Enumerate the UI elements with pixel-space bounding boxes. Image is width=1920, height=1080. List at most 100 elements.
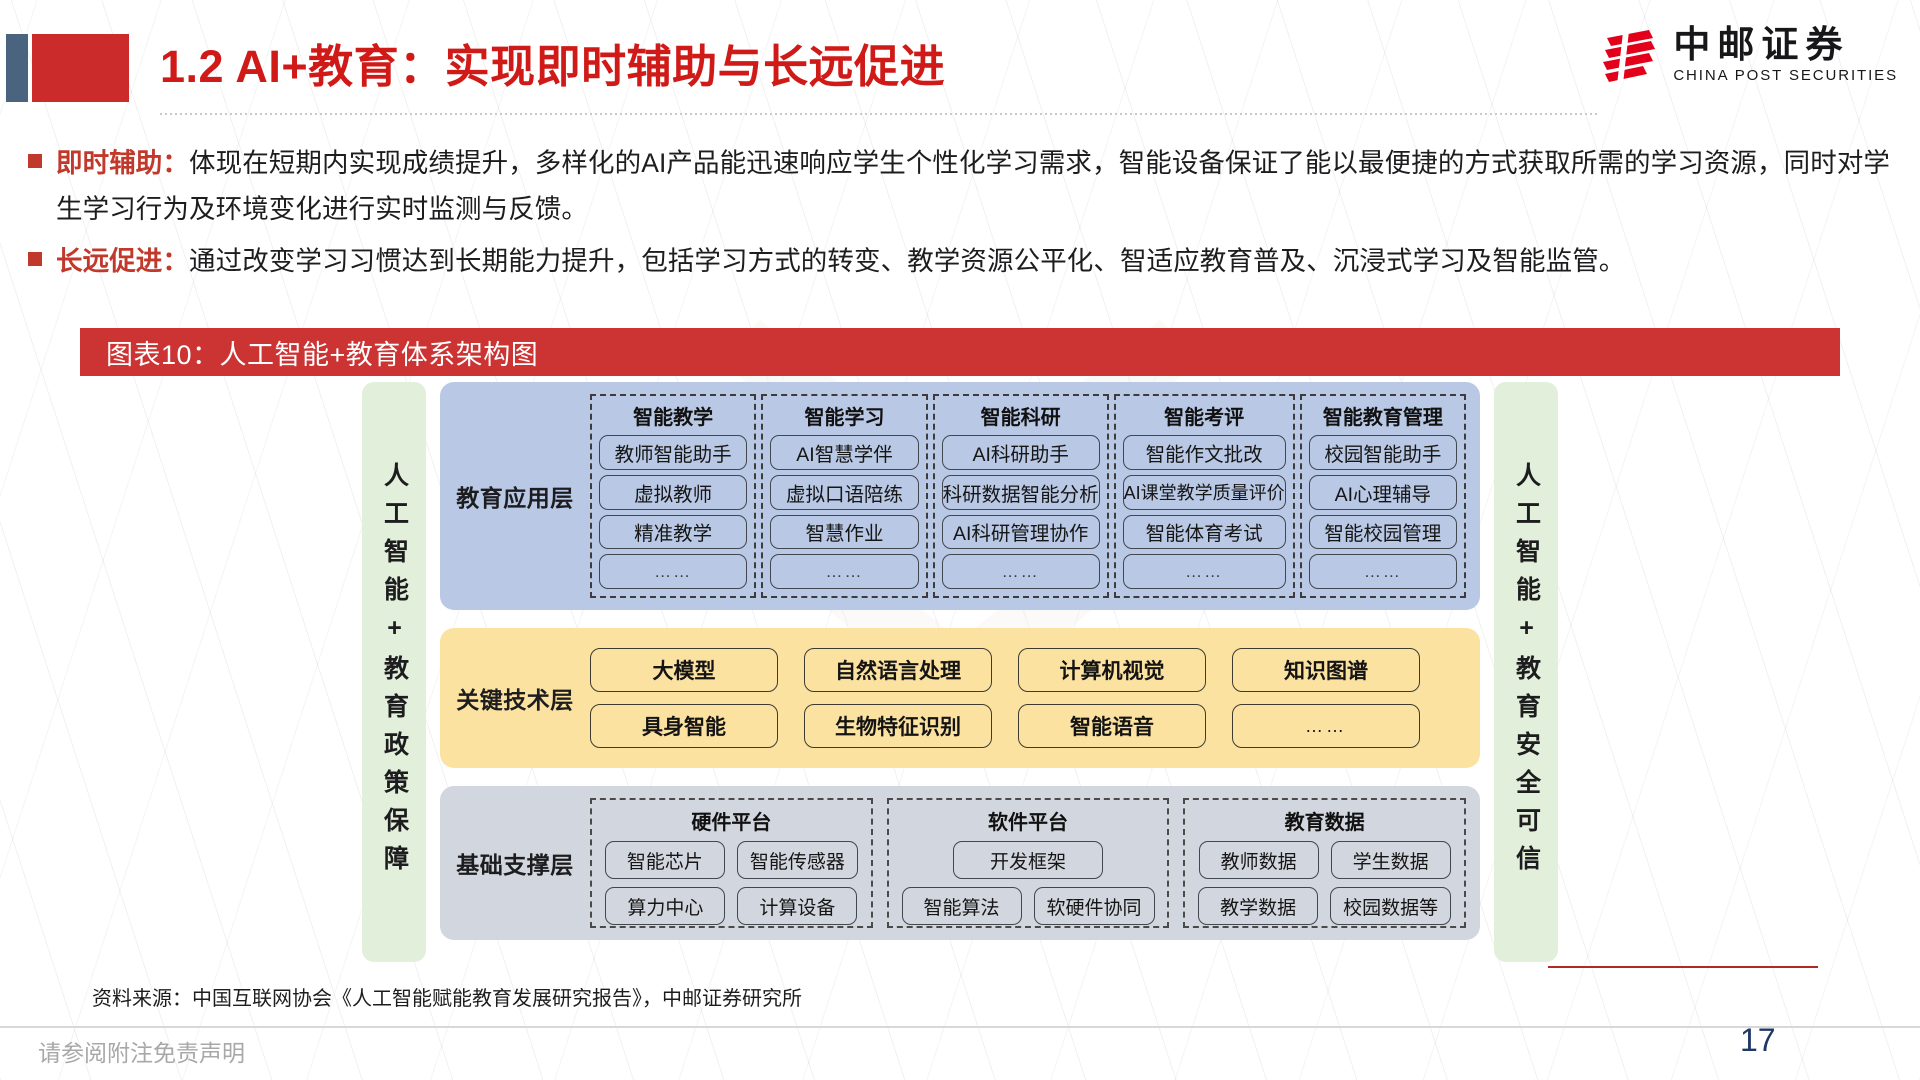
base-chip[interactable]: 教师数据 xyxy=(1198,841,1319,879)
base-chip[interactable]: 教学数据 xyxy=(1198,887,1319,925)
app-chip[interactable]: 科研数据智能分析 xyxy=(941,474,1100,510)
app-group-items: AI科研助手 科研数据智能分析 AI科研管理协作 …… xyxy=(941,435,1100,589)
layer-foundation: 基础支撑层 硬件平台 智能芯片 智能传感器 算力中心 计算设备 软件平台 开发框… xyxy=(440,786,1480,940)
header-accent-bar-red xyxy=(32,34,129,102)
app-chip[interactable]: 智能体育考试 xyxy=(1122,514,1286,550)
footer-red-rule xyxy=(1548,966,1818,968)
base-chip[interactable]: 智能传感器 xyxy=(736,841,858,879)
bullet-item-1: 即时辅助：体现在短期内实现成绩提升，多样化的AI产品能迅速响应学生个性化学习需求… xyxy=(28,140,1898,232)
base-group-title: 软件平台 xyxy=(988,812,1068,834)
tech-chip-ellipsis[interactable]: …… xyxy=(1232,704,1420,748)
base-group-items: 智能芯片 智能传感器 算力中心 计算设备 xyxy=(602,841,861,925)
base-chip[interactable]: 算力中心 xyxy=(605,887,726,925)
source-note: 资料来源：中国互联网协会《人工智能赋能教育发展研究报告》，中邮证券研究所 xyxy=(92,988,802,1010)
left-policy-rail: 人工智能+教育政策保障 xyxy=(362,382,426,962)
tech-chip-row: 大模型 自然语言处理 计算机视觉 知识图谱 xyxy=(590,648,1464,692)
app-chip[interactable]: 精准教学 xyxy=(599,514,748,550)
base-group-software: 软件平台 开发框架 智能算法 软硬件协同 xyxy=(886,798,1170,928)
app-chip[interactable]: 校园智能助手 xyxy=(1308,435,1458,470)
app-chip-ellipsis[interactable]: …… xyxy=(1308,554,1458,589)
layer-technology-title: 关键技术层 xyxy=(456,687,574,713)
bullet-body-1: 体现在短期内实现成绩提升，多样化的AI产品能迅速响应学生个性化学习需求，智能设备… xyxy=(56,148,1891,224)
tech-chip[interactable]: 自然语言处理 xyxy=(804,648,992,692)
base-chip[interactable]: 智能芯片 xyxy=(604,841,725,879)
footer-divider xyxy=(0,1026,1920,1028)
figure-caption-text: 图表10：人工智能+教育体系架构图 xyxy=(106,339,539,370)
app-chip[interactable]: AI课堂教学质量评价 xyxy=(1122,474,1286,510)
app-chip[interactable]: 教师智能助手 xyxy=(599,435,748,470)
tech-chip-row: 具身智能 生物特征识别 智能语音 …… xyxy=(590,704,1464,748)
tech-chip[interactable]: 生物特征识别 xyxy=(804,704,992,748)
app-group-title: 智能教学 xyxy=(633,407,714,429)
base-chip[interactable]: 软硬件协同 xyxy=(1033,887,1155,925)
base-chip[interactable]: 计算设备 xyxy=(737,887,858,925)
bullet-square-icon xyxy=(28,252,42,266)
base-group-title: 硬件平台 xyxy=(691,812,772,834)
app-group-items: 校园智能助手 AI心理辅导 智能校园管理 …… xyxy=(1308,435,1458,589)
layer-stack: 教育应用层 智能教学 教师智能助手 虚拟教师 精准教学 …… 智能学习 AI智慧… xyxy=(440,382,1480,962)
app-chip[interactable]: 虚拟口语陪练 xyxy=(770,474,919,510)
layer-foundation-title: 基础支撑层 xyxy=(456,852,574,878)
tech-chip[interactable]: 具身智能 xyxy=(590,704,778,748)
architecture-diagram: 人工智能+教育政策保障 教育应用层 智能教学 教师智能助手 虚拟教师 精准教学 … xyxy=(0,382,1920,962)
app-chip[interactable]: AI科研管理协作 xyxy=(941,514,1100,550)
base-chip[interactable]: 校园数据等 xyxy=(1330,887,1452,925)
header-accent-bar-blue xyxy=(6,34,28,102)
base-group-data: 教育数据 教师数据 学生数据 教学数据 校园数据等 xyxy=(1183,798,1467,928)
app-group-title: 智能考评 xyxy=(1164,407,1245,429)
app-chip[interactable]: AI智慧学伴 xyxy=(770,435,919,470)
layer-foundation-content: 硬件平台 智能芯片 智能传感器 算力中心 计算设备 软件平台 开发框架 智能算法… xyxy=(590,798,1467,928)
slide-header: 1.2 AI+教育：实现即时辅助与长远促进 中邮证券 CHINA POST SE… xyxy=(0,0,1920,124)
app-group-management: 智能教育管理 校园智能助手 AI心理辅导 智能校园管理 …… xyxy=(1299,394,1467,598)
app-chip[interactable]: AI科研助手 xyxy=(941,435,1100,470)
bullet-body-2: 通过改变学习习惯达到长期能力提升，包括学习方式的转变、教学资源公平化、智适应教育… xyxy=(189,246,1626,276)
base-group-hardware: 硬件平台 智能芯片 智能传感器 算力中心 计算设备 xyxy=(590,798,873,928)
brand-logo: 中邮证券 CHINA POST SECURITIES xyxy=(1599,24,1898,90)
layer-technology: 关键技术层 大模型 自然语言处理 计算机视觉 知识图谱 具身智能 生物特征识别 … xyxy=(440,628,1480,768)
tech-chip[interactable]: 计算机视觉 xyxy=(1018,648,1206,692)
app-group-learning: 智能学习 AI智慧学伴 虚拟口语陪练 智慧作业 …… xyxy=(761,394,928,598)
right-safety-rail: 人工智能+教育安全可信 xyxy=(1494,382,1558,962)
app-chip-ellipsis[interactable]: …… xyxy=(599,554,748,589)
china-post-logo-icon xyxy=(1603,30,1656,85)
app-group-assessment: 智能考评 智能作文批改 AI课堂教学质量评价 智能体育考试 …… xyxy=(1113,394,1295,598)
tech-chip[interactable]: 知识图谱 xyxy=(1232,648,1420,692)
right-rail-label: 人工智能+教育安全可信 xyxy=(1512,461,1541,883)
tech-chip-rows: 大模型 自然语言处理 计算机视觉 知识图谱 具身智能 生物特征识别 智能语音 …… xyxy=(590,640,1466,756)
tech-chip[interactable]: 智能语音 xyxy=(1018,704,1206,748)
header-divider xyxy=(160,113,1600,115)
page-number: 17 xyxy=(1740,1022,1776,1058)
app-group-title: 智能科研 xyxy=(980,407,1061,429)
bullet-item-2: 长远促进：通过改变学习习惯达到长期能力提升，包括学习方式的转变、教学资源公平化、… xyxy=(28,238,1898,284)
logo-name-cn: 中邮证券 xyxy=(1673,24,1850,65)
left-rail-label: 人工智能+教育政策保障 xyxy=(380,461,409,883)
app-group-items: AI智慧学伴 虚拟口语陪练 智慧作业 …… xyxy=(770,435,919,589)
app-chip-ellipsis[interactable]: …… xyxy=(941,554,1100,589)
layer-application: 教育应用层 智能教学 教师智能助手 虚拟教师 精准教学 …… 智能学习 AI智慧… xyxy=(440,382,1480,610)
page-title: 1.2 AI+教育：实现即时辅助与长远促进 xyxy=(160,41,946,92)
app-chip-ellipsis[interactable]: …… xyxy=(770,554,919,589)
app-chip[interactable]: 智能作文批改 xyxy=(1122,435,1286,470)
app-chip[interactable]: AI心理辅导 xyxy=(1308,474,1458,510)
tech-chip[interactable]: 大模型 xyxy=(590,648,778,692)
app-chip-ellipsis[interactable]: …… xyxy=(1122,554,1286,589)
app-group-title: 智能学习 xyxy=(804,407,885,429)
base-group-items: 教师数据 学生数据 教学数据 校园数据等 xyxy=(1195,841,1454,925)
base-group-title: 教育数据 xyxy=(1284,812,1365,834)
layer-application-content: 智能教学 教师智能助手 虚拟教师 精准教学 …… 智能学习 AI智慧学伴 虚拟口… xyxy=(590,394,1467,598)
app-chip[interactable]: 智慧作业 xyxy=(770,514,919,550)
base-chip[interactable]: 学生数据 xyxy=(1330,841,1451,879)
base-chip[interactable]: 开发框架 xyxy=(953,841,1103,879)
base-chip[interactable]: 智能算法 xyxy=(901,887,1022,925)
base-group-items: 开发框架 智能算法 软硬件协同 xyxy=(899,841,1158,925)
logo-name-en: CHINA POST SECURITIES xyxy=(1673,67,1898,84)
app-group-research: 智能科研 AI科研助手 科研数据智能分析 AI科研管理协作 …… xyxy=(932,394,1109,598)
app-chip[interactable]: 智能校园管理 xyxy=(1308,514,1458,550)
bullet-lead-2: 长远促进： xyxy=(56,246,189,276)
bullet-square-icon xyxy=(28,154,42,168)
figure-caption-bar: 图表10：人工智能+教育体系架构图 xyxy=(80,328,1840,376)
app-group-items: 教师智能助手 虚拟教师 精准教学 …… xyxy=(599,435,748,589)
bullet-text-1: 即时辅助：体现在短期内实现成绩提升，多样化的AI产品能迅速响应学生个性化学习需求… xyxy=(56,140,1898,232)
app-chip[interactable]: 虚拟教师 xyxy=(599,474,748,510)
disclaimer-note: 请参阅附注免责声明 xyxy=(38,1040,245,1066)
